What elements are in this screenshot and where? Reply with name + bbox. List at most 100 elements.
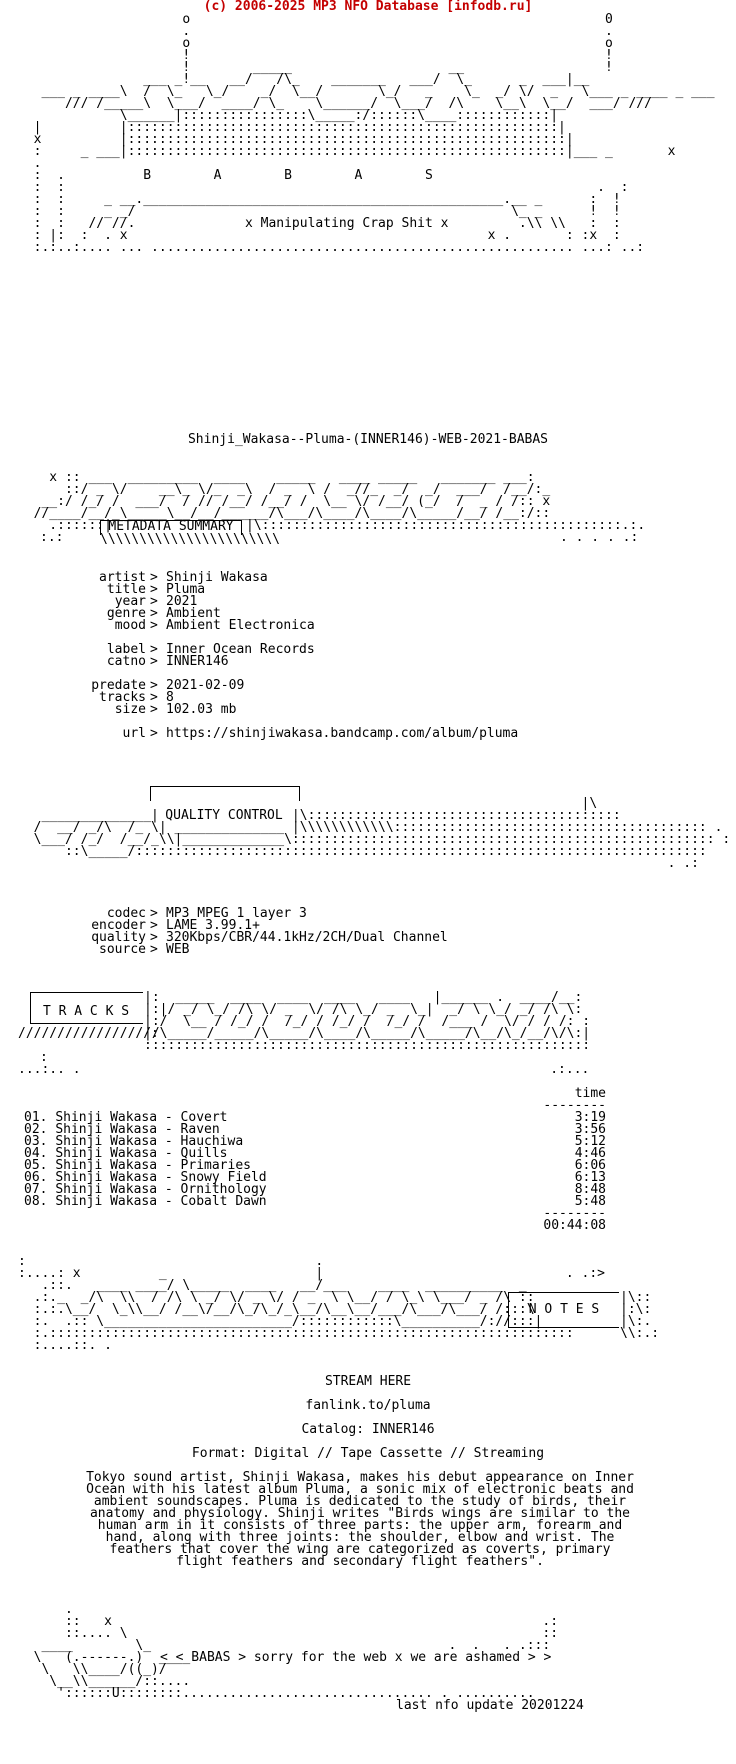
metadata-key: catno xyxy=(106,654,146,669)
metadata-value: Shinji Wakasa xyxy=(166,570,268,585)
tracks-banner-base: /////////////////: xyxy=(18,1026,159,1041)
track-row: 07. Shinji Wakasa - Ornithology xyxy=(24,1182,267,1197)
metadata-key: tracks xyxy=(99,690,146,705)
quality-section-title: QUALITY CONTROL xyxy=(165,808,283,823)
stream-label: STREAM HERE xyxy=(324,1374,412,1389)
description-line: anatomy and physiology. Shinji writes "B… xyxy=(89,1506,631,1521)
track-title: Shinji Wakasa - Hauchiwa xyxy=(55,1134,244,1149)
metadata-url[interactable]: https://shinjiwakasa.bandcamp.com/album/… xyxy=(166,726,519,741)
track-number: 06. xyxy=(24,1170,48,1185)
metadata-key: mood xyxy=(114,618,146,633)
quality-value: LAME 3.99.1+ xyxy=(166,918,260,933)
track-title: Shinji Wakasa - Ornithology xyxy=(55,1182,267,1197)
quality-key: encoder xyxy=(91,918,146,933)
track-time: 3:19 xyxy=(574,1110,606,1125)
tracks-divider: -------- xyxy=(543,1098,606,1113)
track-time: 3:56 xyxy=(574,1122,606,1137)
metadata-value: 102.03 mb xyxy=(166,702,237,717)
track-row: 03. Shinji Wakasa - Hauchiwa xyxy=(24,1134,244,1149)
metadata-key: genre xyxy=(106,606,146,621)
metadata-value: 8 xyxy=(166,690,174,705)
quality-value: MP3 MPEG 1 layer 3 xyxy=(166,906,307,921)
description-line: flight feathers and secondary flight fea… xyxy=(176,1554,544,1569)
description-line: hand, along with three joints: the shoul… xyxy=(105,1530,615,1545)
site-copyright-header: (c) 2006-2025 MP3 NFO Database [infodb.r… xyxy=(203,0,533,14)
track-row: 08. Shinji Wakasa - Cobalt Dawn xyxy=(24,1194,267,1209)
track-number: 04. xyxy=(24,1146,48,1161)
quality-key: codec xyxy=(106,906,146,921)
notes-section-title: N O T E S xyxy=(528,1302,600,1317)
quality-banner-art: |\ ______________| |\:::::::::::::::::::… xyxy=(33,796,731,871)
description-line: feathers that cover the wing are categor… xyxy=(109,1542,611,1557)
track-title: Shinji Wakasa - Raven xyxy=(55,1122,220,1137)
metadata-value: Pluma xyxy=(166,582,206,597)
track-number: 07. xyxy=(24,1182,48,1197)
track-number: 02. xyxy=(24,1122,48,1137)
track-number: 03. xyxy=(24,1134,48,1149)
metadata-value: 2021 xyxy=(166,594,198,609)
quality-title-frame-top xyxy=(150,786,300,801)
track-number: 08. xyxy=(24,1194,48,1209)
track-time: 5:48 xyxy=(574,1194,606,1209)
track-title: Shinji Wakasa - Snowy Field xyxy=(55,1170,267,1185)
quality-key: quality xyxy=(91,930,146,945)
track-time: 8:48 xyxy=(574,1182,606,1197)
tracks-divider-bottom: -------- xyxy=(543,1206,606,1221)
notes-banner-edge: |\:: |:\: |\:. \\:.: xyxy=(620,1290,660,1341)
metadata-key: size xyxy=(114,702,146,717)
quality-value: 320Kbps/CBR/44.1kHz/2CH/Dual Channel xyxy=(166,930,448,945)
metadata-section-title: METADATA SUMMARY xyxy=(100,520,242,535)
tracks-banner-dots: ...:.. . .:... xyxy=(18,1062,590,1077)
track-title: Shinji Wakasa - Primaries xyxy=(55,1158,251,1173)
track-row: 02. Shinji Wakasa - Raven xyxy=(24,1122,220,1137)
track-number: 01. xyxy=(24,1110,48,1125)
tracks-banner-art: |: _____ ____ ____ ____ ____ |______ . _… xyxy=(144,990,591,1053)
metadata-key: predate xyxy=(91,678,146,693)
metadata-key: year xyxy=(114,594,146,609)
metadata-banner-fill-left: :.: xyxy=(40,530,64,545)
description-line: Ocean with his latest album Pluma, a son… xyxy=(86,1482,634,1497)
description-line: human arm in it consists of three parts:… xyxy=(97,1518,623,1533)
description-line: Tokyo sound artist, Shinji Wakasa, makes… xyxy=(86,1470,634,1485)
track-title: Shinji Wakasa - Cobalt Dawn xyxy=(55,1194,267,1209)
description-line: ambient soundscapes. Pluma is dedicated … xyxy=(93,1494,627,1509)
metadata-value: Ambient Electronica xyxy=(166,618,315,633)
tracks-total-time: 00:44:08 xyxy=(543,1218,606,1233)
track-time: 6:06 xyxy=(574,1158,606,1173)
track-row: 05. Shinji Wakasa - Primaries xyxy=(24,1158,251,1173)
metadata-banner-fill-right: . . . . .: xyxy=(560,530,639,545)
metadata-key: label xyxy=(106,642,146,657)
notes-banner-art: : . :....: x _ | . .:> .::. ____ ____/ \… xyxy=(18,1254,605,1353)
metadata-banner-art: x :: ___ _________ ____ _____ ____ _____… xyxy=(33,470,551,533)
metadata-title-underline: \\\\\\\\\\\\\\\\\\\\\\\ xyxy=(100,532,281,547)
quality-key: source xyxy=(99,942,146,957)
last-update: last nfo update 20201224 xyxy=(396,1698,584,1713)
format-line: Format: Digital // Tape Cassette // Stre… xyxy=(191,1446,545,1461)
release-name: Shinji_Wakasa--Pluma-(INNER146)-WEB-2021… xyxy=(187,432,549,447)
track-title: Shinji Wakasa - Covert xyxy=(55,1110,228,1125)
metadata-key: artist xyxy=(99,570,146,585)
tracks-section-title: T R A C K S xyxy=(42,1004,130,1019)
footer-ascii-art: . :: x .: ::.... \ :: ____ \_ . xyxy=(33,1602,559,1701)
catalog-line: Catalog: INNER146 xyxy=(301,1422,435,1437)
track-row: 06. Shinji Wakasa - Snowy Field xyxy=(24,1170,267,1185)
metadata-key: url xyxy=(122,726,146,741)
tracks-title-frame xyxy=(30,992,143,1024)
track-row: 04. Shinji Wakasa - Quills xyxy=(24,1146,228,1161)
metadata-banner-fill: |\::::::::::::::::::::::::::::::::::::::… xyxy=(246,518,646,533)
track-row: 01. Shinji Wakasa - Covert xyxy=(24,1110,228,1125)
footer-message: < < BABAS > sorry for the web x we are a… xyxy=(160,1650,552,1665)
track-time: 4:46 xyxy=(574,1146,606,1161)
track-title: Shinji Wakasa - Quills xyxy=(55,1146,228,1161)
stream-link[interactable]: fanlink.to/pluma xyxy=(305,1398,431,1413)
track-time: 5:12 xyxy=(574,1134,606,1149)
metadata-value: Inner Ocean Records xyxy=(166,642,315,657)
notes-title-frame xyxy=(508,1292,619,1328)
metadata-value: INNER146 xyxy=(166,654,229,669)
metadata-value: 2021-02-09 xyxy=(166,678,245,693)
tracks-banner-dots: : xyxy=(40,1050,48,1065)
quality-value: WEB xyxy=(166,942,190,957)
metadata-value: Ambient xyxy=(166,606,221,621)
track-number: 05. xyxy=(24,1158,48,1173)
